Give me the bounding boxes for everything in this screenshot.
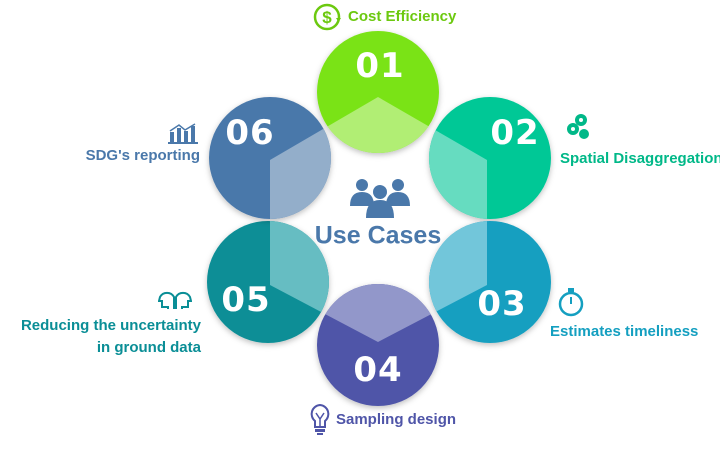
stopwatch-icon	[558, 288, 584, 317]
svg-text:$: $	[322, 8, 332, 27]
label-reducing-uncertainty: Reducing the uncertainty in ground data	[21, 315, 201, 359]
label-cost-efficiency: Cost Efficiency	[348, 8, 457, 25]
label-sdg-reporting: SDG's reporting	[85, 147, 200, 164]
number-03: 03	[477, 284, 527, 324]
bar-chart-icon	[168, 123, 198, 144]
lightbulb-icon	[310, 403, 330, 435]
circle-inner-01	[317, 97, 439, 153]
number-06: 06	[225, 113, 275, 153]
map-pin-icon	[567, 114, 589, 139]
label-line-2: in ground data	[96, 339, 201, 356]
dollar-cycle-icon: $	[313, 3, 341, 31]
number-04: 04	[353, 350, 403, 390]
label-spatial-disaggregation: Spatial Disaggregation	[560, 150, 720, 167]
number-01: 01	[355, 46, 405, 86]
circle-inner-04	[317, 284, 439, 342]
center-title: Use Cases	[314, 221, 442, 250]
label-sampling-design: Sampling design	[336, 411, 457, 428]
number-02: 02	[490, 113, 540, 153]
people-group-icon	[350, 179, 410, 218]
label-estimates-timeliness: Estimates timeliness	[550, 323, 699, 340]
number-05: 05	[221, 280, 271, 320]
heads-icon	[158, 291, 192, 309]
label-line-1: Reducing the uncertainty	[20, 317, 201, 334]
